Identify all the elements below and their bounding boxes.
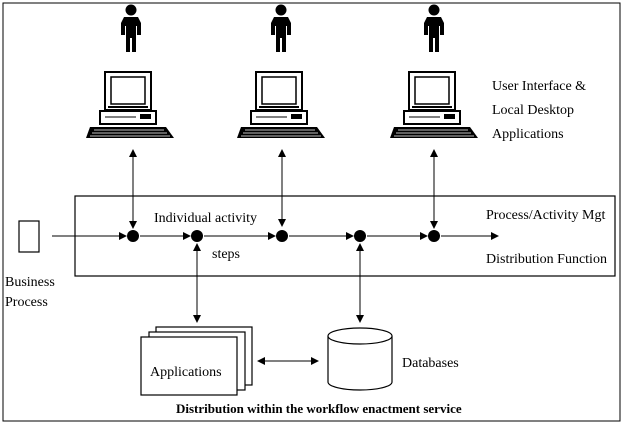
applications-label-top: Applications (492, 127, 564, 142)
applications-label: Applications (150, 365, 222, 380)
steps-label: steps (212, 247, 240, 262)
activity-node-2 (191, 230, 203, 242)
activity-node-1 (127, 230, 139, 242)
process-label: Process (5, 295, 48, 310)
computer-workstation-icon-3 (389, 71, 479, 139)
database-cylinder-icon (327, 327, 393, 391)
process-mgt-label: Process/Activity Mgt (486, 208, 605, 223)
user-interface-label: User Interface & (492, 79, 586, 94)
databases-label: Databases (402, 356, 459, 371)
activity-node-3 (276, 230, 288, 242)
computer-workstation-icon-1 (85, 71, 175, 139)
person-icon-3 (424, 4, 444, 52)
outer-frame (2, 2, 621, 422)
individual-activity-label: Individual activity (154, 211, 257, 226)
applications-stack (140, 326, 253, 396)
person-icon-2 (271, 4, 291, 52)
activity-node-4 (354, 230, 366, 242)
distribution-function-label: Distribution Function (486, 252, 607, 267)
document-icon (18, 220, 40, 253)
local-desktop-label: Local Desktop (492, 103, 574, 118)
activity-node-5 (428, 230, 440, 242)
business-label: Business (5, 275, 55, 290)
computer-workstation-icon-2 (236, 71, 326, 139)
diagram-caption: Distribution within the workflow enactme… (176, 401, 462, 416)
person-icon-1 (121, 4, 141, 52)
